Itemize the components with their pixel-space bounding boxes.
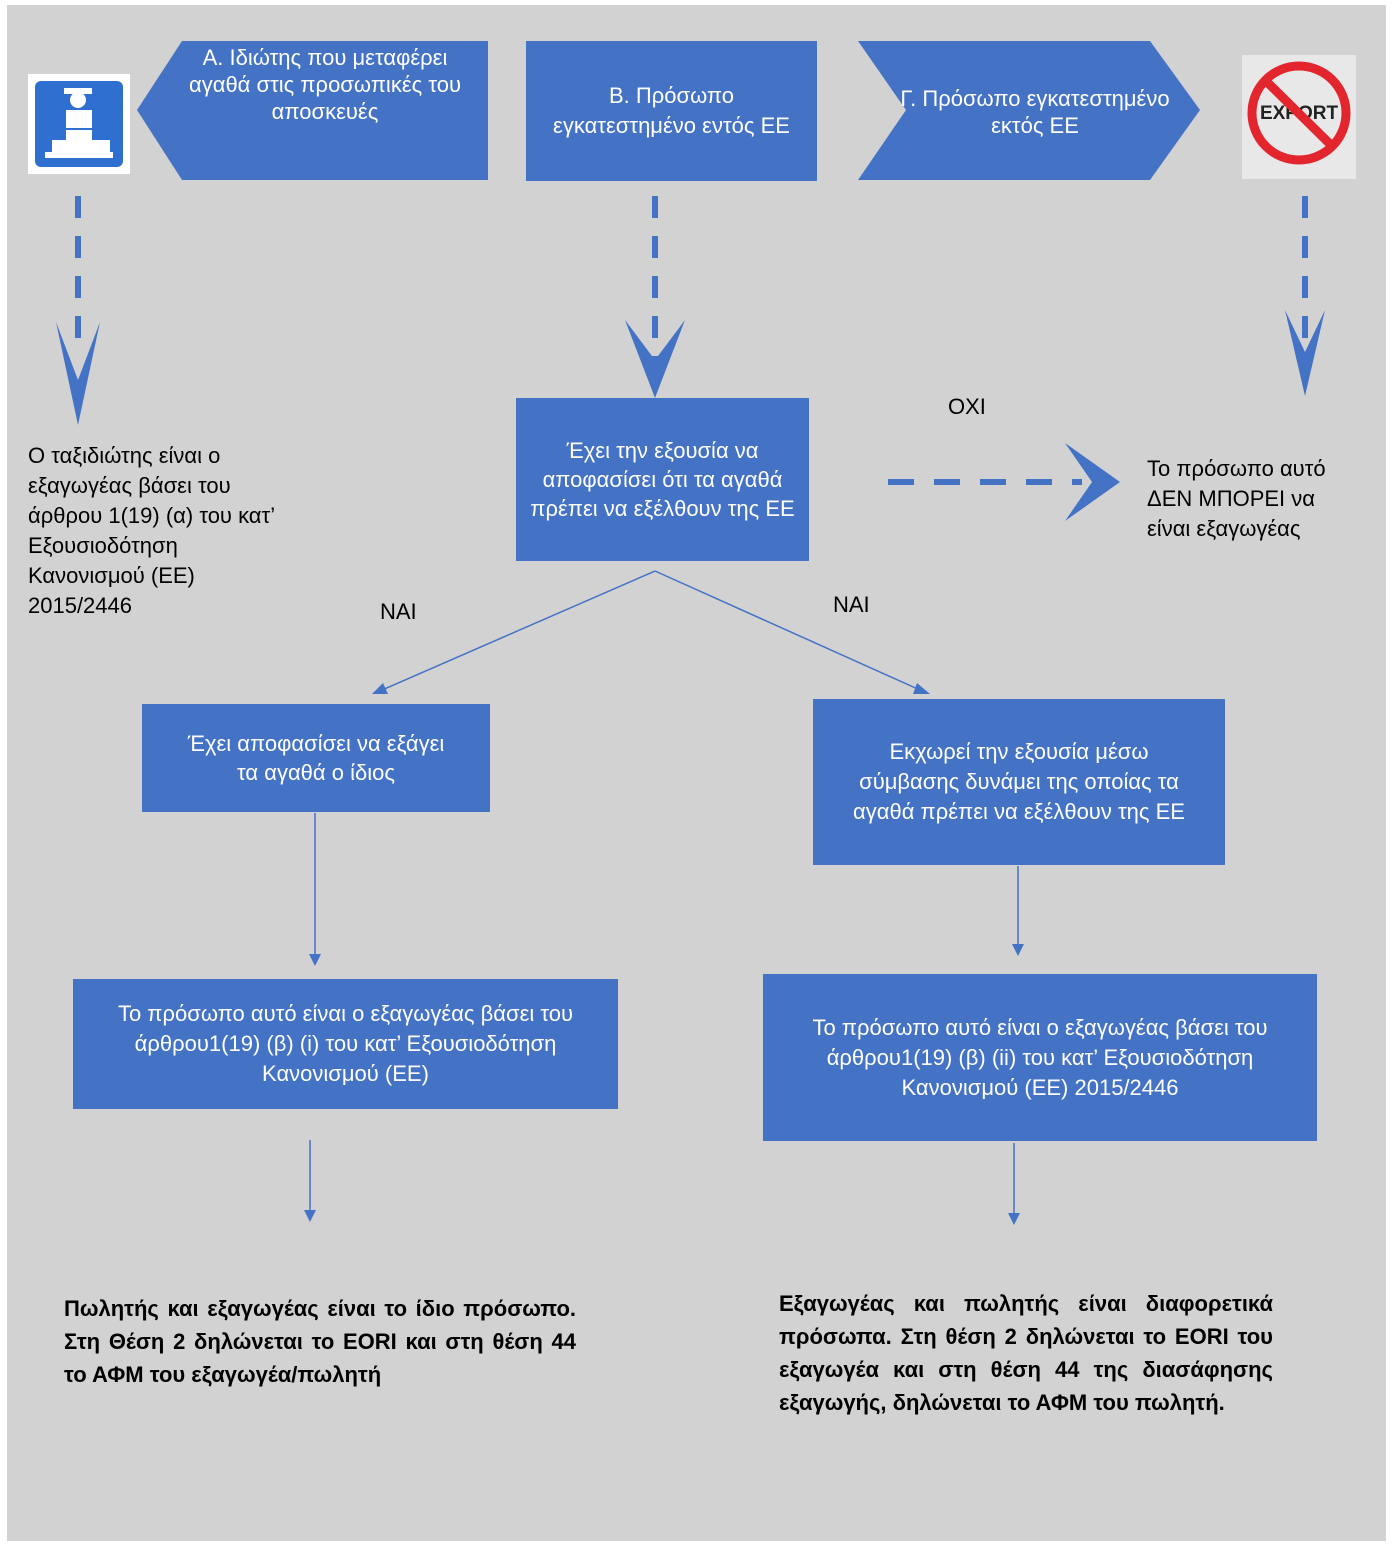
right-assign-text: Εκχωρεί την εξουσία μέσω σύμβασης δυνάμε…	[853, 739, 1185, 824]
yes-left-label: ΝΑΙ	[380, 599, 417, 624]
yes-right-label: ΝΑΙ	[833, 592, 870, 617]
no-label: ΟΧΙ	[948, 394, 986, 419]
left-decided-box: Έχει αποφασίσει να εξάγει τα αγαθά ο ίδι…	[142, 704, 490, 812]
arrowhead-a	[56, 322, 100, 425]
no-result-text: Το πρόσωπο αυτό ΔΕΝ ΜΠΟΡΕΙ να είναι εξαγ…	[1147, 456, 1326, 541]
arrowhead-b	[625, 320, 685, 398]
left-decided-text: Έχει αποφασίσει να εξάγει τα αγαθά ο ίδι…	[187, 731, 445, 785]
no-export-icon: EXPORT	[1242, 55, 1356, 179]
right-exporter-box: Το πρόσωπο αυτό είναι ο εξαγωγέας βάσει …	[763, 974, 1317, 1141]
left-exporter-box: Το πρόσωπο αυτό είναι ο εξαγωγέας βάσει …	[73, 979, 618, 1109]
header-c-label: Γ. Πρόσωπο εγκατεστημένο εκτός ΕΕ	[900, 86, 1170, 138]
header-b-box: Β. Πρόσωπο εγκατεστημένο εντός ΕΕ	[526, 41, 817, 181]
header-a-label: Α. Ιδιώτης που μεταφέρει αγαθά στις προσ…	[189, 45, 461, 124]
right-conclusion-text: Εξαγωγέας και πωλητής είναι διαφορετικά …	[779, 1291, 1273, 1415]
right-assign-box: Εκχωρεί την εξουσία μέσω σύμβασης δυνάμε…	[813, 699, 1225, 865]
arrow-yes-right	[654, 570, 921, 691]
decision-box: Έχει την εξουσία να αποφασίσει ότι τα αγ…	[516, 398, 809, 561]
arrow-yes-left	[381, 570, 656, 691]
header-c-shape	[858, 41, 1200, 180]
customs-officer-icon	[28, 74, 130, 174]
decision-question: Έχει την εξουσία να αποφασίσει ότι τα αγ…	[530, 438, 795, 521]
left-conclusion-text: Πωλητής και εξαγωγέας είναι το ίδιο πρόσ…	[64, 1296, 576, 1387]
arrowhead-c	[1285, 310, 1325, 396]
arrowhead-no	[1065, 443, 1120, 521]
left-exporter-text: Το πρόσωπο αυτό είναι ο εξαγωγέας βάσει …	[117, 1001, 574, 1086]
right-exporter-text: Το πρόσωπο αυτό είναι ο εξαγωγέας βάσει …	[812, 1014, 1268, 1100]
header-a-shape	[137, 41, 488, 180]
traveller-exporter-text: Ο ταξιδιώτης είναι ο εξαγωγέας βάσει του…	[28, 443, 275, 618]
header-b-label: Β. Πρόσωπο εγκατεστημένο εντός ΕΕ	[553, 83, 790, 138]
